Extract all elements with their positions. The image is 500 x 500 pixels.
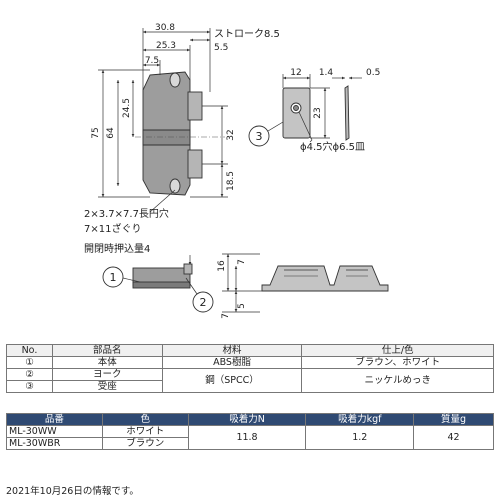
technical-drawing: 30.8 25.3 7.5 ストローク8.5 5.5 75 64 24.5 32… [84,23,389,319]
spec-table: 品番 色 吸着力N 吸着力kgf 質量g ML-30WW ホワイト 11.8 1… [6,413,494,450]
note-counterbore: 7×11ざぐり [84,222,141,235]
yoke-side [183,263,193,275]
strike-plate-view [248,74,362,147]
table-row: ③ 受座 [6,380,494,393]
dim-16: 16 [217,260,227,272]
row-no: ③ [6,380,53,393]
value-force-n: 11.8 [187,425,307,450]
header-mass: 質量g [413,413,494,426]
header-force-n: 吸着力N [187,413,307,426]
header-code: 品番 [6,413,103,426]
dim-stroke: ストローク8.5 [214,28,280,40]
dim-30-8: 30.8 [155,23,175,33]
header-color: 色 [101,413,189,426]
dim-75: 75 [91,127,101,138]
callout-2: 2 [200,296,207,309]
row-no: ① [6,356,53,369]
dim-7-bottom: 7 [221,313,231,319]
dim-12: 12 [290,68,301,78]
yoke-plate-bottom [187,149,203,179]
row-color: ブラウン [101,437,189,450]
row-name: 本体 [51,356,163,369]
callout-1: 1 [110,271,117,284]
parts-table-header: No. 部品名 材料 仕上/色 [6,344,494,357]
callout-3: 3 [256,130,263,143]
header-no: No. [6,344,53,357]
spec-table-header: 品番 色 吸着力N 吸着力kgf 質量g [6,413,494,426]
table-row: ① 本体 ABS樹脂 ブラウン、ホワイト [6,356,494,369]
row-finish: ブラウン、ホワイト [301,356,494,369]
row-material: 鋼（SPCC） [161,368,303,393]
table-row: ML-30WW ホワイト 11.8 1.2 42 [6,425,494,450]
callout-3-circle [248,125,270,147]
side-view: 開閉時押込量4 [84,242,389,313]
dim-24-5: 24.5 [122,98,132,118]
note-push: 開閉時押込量4 [84,242,150,255]
dim-5: 5 [237,303,247,309]
header-finish: 仕上/色 [301,344,494,357]
slot-hole-bottom [169,178,181,194]
yoke-plate-top [187,91,203,121]
dim-0-5: 0.5 [366,68,380,78]
dim-7-5: 7.5 [145,56,159,66]
slot-hole-top [169,72,181,88]
dim-32: 32 [226,129,236,140]
front-view [98,28,228,213]
dim-18-5: 18.5 [226,171,236,191]
value-force-kgf: 1.2 [305,425,415,450]
strike-plate-profile [344,85,350,141]
dim-23: 23 [313,107,323,118]
dim-7-top: 7 [237,259,247,265]
note-slot: 2×3.7×7.7長円穴 [84,207,169,220]
parts-table: No. 部品名 材料 仕上/色 ① 本体 ABS樹脂 ブラウン、ホワイト ② ヨ… [6,344,494,393]
magnet-body-divider [142,129,191,146]
value-mass: 42 [413,425,494,450]
header-force-kgf: 吸着力kgf [305,413,415,426]
row-code: ML-30WBR [6,437,103,450]
header-part-name: 部品名 [51,344,163,357]
row-no: ② [6,368,53,381]
row-finish: ニッケルめっき [301,368,494,393]
body-side-base [132,281,191,289]
row-name: 受座 [51,380,163,393]
footnote: 2021年10月26日の情報です。 [6,486,139,497]
row-color: ホワイト [101,425,189,438]
row-material: ABS樹脂 [161,356,303,369]
row-name: ヨーク [51,368,163,381]
dim-25-3: 25.3 [156,41,176,51]
dim-1-4: 1.4 [319,68,334,78]
dim-64: 64 [106,127,116,139]
table-row: ② ヨーク 鋼（SPCC） ニッケルめっき [6,368,494,393]
dim-5-5: 5.5 [214,43,228,53]
callout-1-circle [102,266,124,288]
callout-2-circle [192,291,214,313]
row-code: ML-30WW [6,425,103,438]
note-hole: ϕ4.5穴ϕ6.5皿 [300,140,365,153]
header-material: 材料 [161,344,303,357]
magnet-profile [261,265,389,292]
table-row: ML-30WBR ブラウン [6,437,494,450]
